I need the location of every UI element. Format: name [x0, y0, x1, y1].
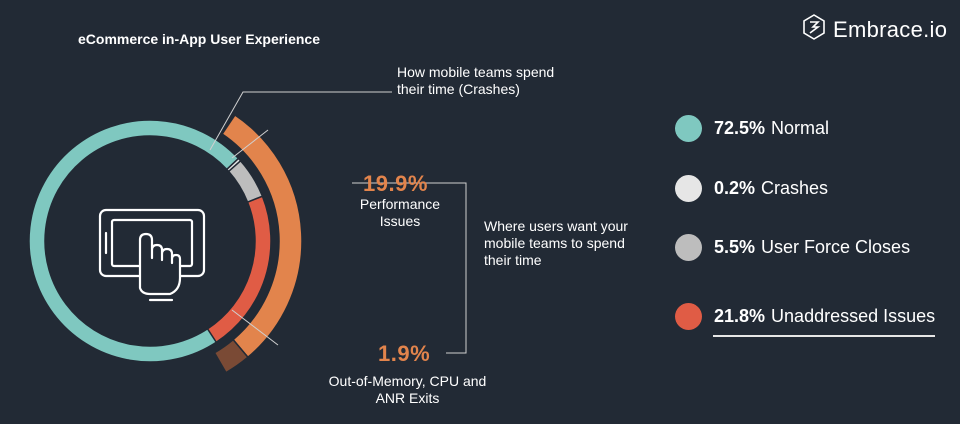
embrace-logo-icon	[803, 14, 825, 45]
page-title: eCommerce in-App User Experience	[78, 31, 320, 47]
legend-value: 72.5%	[714, 118, 766, 138]
connector-lines	[209, 91, 467, 354]
legend-item-crashes: 0.2%Crashes	[675, 175, 828, 202]
brand: Embrace.io	[803, 14, 947, 45]
segment-out-of-memory-cpu-and-anr-exits	[213, 338, 249, 374]
connector-crashes	[209, 91, 392, 151]
legend-dot-normal	[675, 115, 702, 142]
perf-pct: 19.9%	[363, 171, 428, 196]
legend-value: 0.2%	[714, 178, 756, 198]
legend-value: 21.8%	[714, 306, 766, 326]
legend-label: Crashes	[761, 178, 829, 198]
oom-label: Out-of-Memory, CPU and ANR Exits	[328, 373, 487, 406]
connector-oom	[231, 309, 279, 346]
legend-dot-force-closes	[675, 234, 702, 261]
tablet-touch-icon	[98, 208, 206, 302]
outer-ring	[213, 113, 303, 374]
where-users-want: Where users want your mobile teams to sp…	[484, 218, 628, 268]
bracket-line	[352, 182, 467, 354]
oom-pct: 1.9%	[378, 341, 431, 366]
inner-donut	[28, 119, 272, 363]
legend-dot-unaddressed	[675, 303, 702, 330]
legend-label: Unaddressed Issues	[771, 306, 936, 326]
legend-dot-crashes	[675, 175, 702, 202]
legend-item-normal: 72.5%Normal	[675, 115, 829, 142]
legend-item-unaddressed: 21.8%Unaddressed Issues	[675, 303, 935, 330]
legend-value: 5.5%	[714, 237, 756, 257]
slice-normal	[28, 119, 240, 363]
legend-item-force-closes: 5.5%User Force Closes	[675, 234, 910, 261]
connector-force-closes	[231, 129, 269, 159]
callout-crashes: How mobile teams spend their time (Crash…	[397, 64, 555, 97]
legend-label: User Force Closes	[761, 237, 911, 257]
slice-unaddressed-issues	[206, 195, 272, 344]
perf-label: Performance Issues	[359, 196, 441, 229]
legend-label: Normal	[771, 118, 830, 138]
brand-name: Embrace.io	[833, 16, 948, 42]
legend-underline	[713, 335, 935, 337]
